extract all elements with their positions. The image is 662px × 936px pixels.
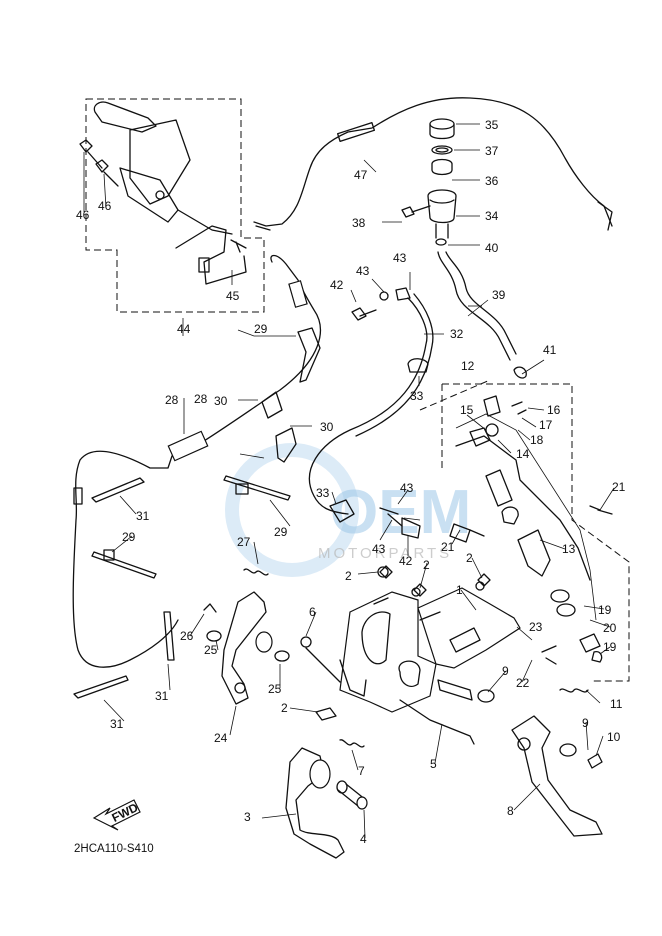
callout-44: 44	[177, 322, 191, 336]
brake-hose	[308, 287, 434, 539]
callout-30b: 30	[320, 420, 334, 434]
callout-28-label: 28	[165, 393, 179, 407]
callout-9b: 9	[582, 716, 589, 730]
callout-labels: 35 37 36 34 40 38 47 39 43 43 42 32 33 1…	[76, 118, 626, 846]
brake-pedal	[285, 739, 368, 859]
callout-43c: 43	[400, 481, 414, 495]
callout-28: 28	[194, 392, 208, 406]
callout-8: 8	[507, 804, 514, 818]
callout-47: 47	[354, 168, 368, 182]
parking-cable	[72, 254, 321, 668]
callout-18: 18	[530, 433, 544, 447]
callout-24: 24	[214, 731, 228, 745]
callout-34: 34	[485, 209, 499, 223]
callout-23: 23	[529, 620, 543, 634]
callout-35: 35	[485, 118, 499, 132]
callout-2a: 2	[345, 569, 352, 583]
callout-29c: 29	[122, 530, 136, 544]
callout-26: 26	[180, 629, 194, 643]
callout-33a: 33	[410, 389, 424, 403]
brake-cable	[253, 97, 613, 231]
reservoir-assembly	[401, 118, 527, 379]
callout-46b: 46	[98, 199, 112, 213]
callout-25a: 25	[204, 643, 218, 657]
callout-17: 17	[539, 418, 553, 432]
master-cylinder-assembly	[79, 101, 247, 285]
callout-20: 20	[603, 621, 617, 635]
callout-21a: 21	[612, 480, 626, 494]
callout-29a: 29	[254, 322, 268, 336]
diagram-code: 2HCA110-S410	[74, 843, 154, 855]
callout-12: 12	[461, 359, 475, 373]
small-parts	[300, 565, 491, 683]
callout-6: 6	[309, 605, 316, 619]
callout-31b: 31	[155, 689, 169, 703]
callout-25b: 25	[268, 682, 282, 696]
callout-27: 27	[237, 535, 251, 549]
callout-40: 40	[485, 241, 499, 255]
callout-13: 13	[562, 542, 576, 556]
callout-19a: 19	[598, 603, 612, 617]
callout-42b: 42	[399, 554, 413, 568]
callout-21b: 21	[441, 540, 455, 554]
shift-pedal	[511, 688, 603, 837]
watermark-sub: MOTORPARTS	[318, 545, 452, 562]
callout-43b: 43	[356, 264, 370, 278]
callout-1: 1	[456, 583, 463, 597]
cam-lever	[203, 568, 290, 705]
callout-2c: 2	[466, 551, 473, 565]
callout-43a: 43	[393, 251, 407, 265]
pedal-bracket	[315, 566, 521, 745]
callout-31a: 31	[136, 509, 150, 523]
callout-22: 22	[516, 676, 530, 690]
callout-38: 38	[352, 216, 366, 230]
leader-lines	[83, 123, 615, 839]
fwd-arrow: FWD	[92, 799, 141, 831]
callout-32: 32	[450, 327, 464, 341]
ties-and-clips	[73, 327, 321, 699]
callout-31c: 31	[110, 717, 124, 731]
callout-46a: 46	[76, 208, 90, 222]
callout-29b: 29	[274, 525, 288, 539]
callout-4: 4	[360, 832, 367, 846]
callout-42a: 42	[330, 278, 344, 292]
callout-9a: 9	[502, 664, 509, 678]
callout-19b: 19	[603, 640, 617, 654]
callout-41: 41	[543, 343, 557, 357]
callout-33b: 33	[316, 486, 330, 500]
callout-5: 5	[430, 757, 437, 771]
callout-43d: 43	[372, 542, 386, 556]
callout-2b: 2	[423, 558, 430, 572]
group-boxes	[85, 98, 630, 682]
callout-14: 14	[516, 447, 530, 461]
callout-2d: 2	[281, 701, 288, 715]
callout-30a: 30	[214, 394, 228, 408]
callout-15: 15	[460, 403, 474, 417]
callout-16: 16	[547, 403, 561, 417]
callout-11: 11	[610, 697, 623, 711]
callout-45: 45	[226, 289, 240, 303]
callout-37: 37	[485, 144, 499, 158]
callout-3: 3	[244, 810, 251, 824]
callout-36: 36	[485, 174, 499, 188]
callout-39: 39	[492, 288, 506, 302]
callout-10: 10	[607, 730, 621, 744]
callout-7: 7	[358, 764, 365, 778]
